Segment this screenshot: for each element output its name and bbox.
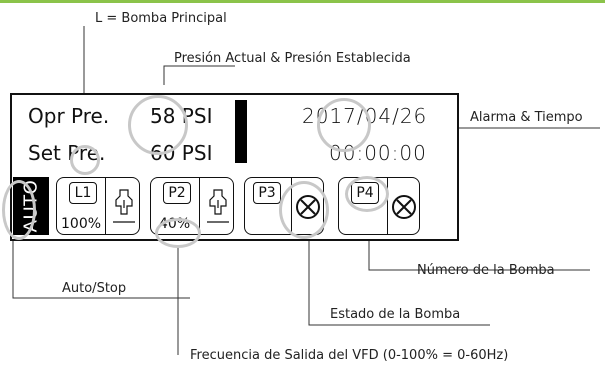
highlight-ring-pressure	[128, 95, 188, 155]
pump-l1-label: L1	[69, 182, 97, 204]
highlight-ring-pump-state	[279, 181, 329, 239]
highlight-ring-pump-number	[345, 176, 389, 212]
highlight-ring-main-pump	[70, 145, 100, 175]
pump-running-icon	[113, 189, 135, 223]
callout-vfd-freq: Frecuencia de Salida del VFD (0-100% = 0…	[190, 348, 509, 363]
highlight-ring-alarm	[317, 98, 371, 152]
pump-p3-label: P3	[253, 182, 281, 204]
operating-pressure-label: Opr Pre.	[28, 104, 110, 128]
callout-alarm-time: Alarma & Tiempo	[470, 110, 583, 125]
pump-l1-panel[interactable]: L1 100%	[56, 177, 140, 235]
pump-l1-frequency: 100%	[61, 216, 102, 232]
top-accent-bar	[0, 0, 605, 3]
callout-pressure: Presión Actual & Presión Establecida	[174, 51, 411, 66]
leader-pump-state	[308, 238, 490, 326]
pump-p2-label: P2	[163, 182, 191, 204]
callout-pump-number: Número de la Bomba	[417, 263, 555, 278]
leader-auto-stop	[12, 240, 190, 299]
leader-pressure	[163, 65, 235, 85]
pump-stopped-icon	[392, 195, 416, 219]
callout-auto-stop: Auto/Stop	[62, 281, 127, 296]
highlight-ring-frequency	[155, 218, 201, 248]
callout-main-pump: L = Bomba Principal	[95, 11, 227, 26]
pressure-level-bar	[235, 100, 247, 163]
callout-pump-state: Estado de la Bomba	[330, 307, 461, 322]
pump-running-icon	[207, 189, 229, 223]
highlight-ring-auto	[2, 180, 36, 240]
